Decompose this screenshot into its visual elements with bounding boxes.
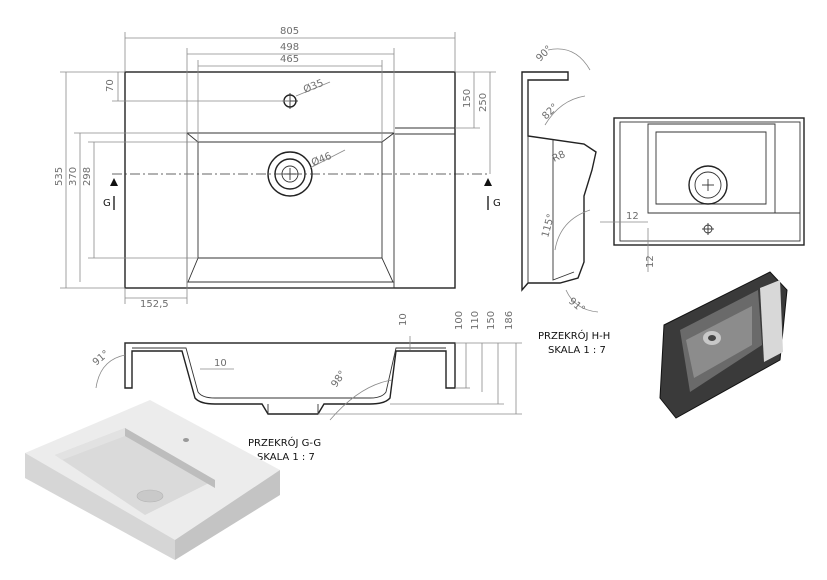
g-arrowhead-right <box>484 178 492 186</box>
dim-70: 70 <box>105 79 116 92</box>
section-hh-bowl <box>552 140 575 281</box>
top-view-bowl-outer <box>186 132 395 289</box>
arc-91-bottom <box>565 289 599 313</box>
section-gg-title: PRZEKRÓJ G-G <box>248 436 321 449</box>
section-gg-scale: SKALA 1 : 7 <box>257 452 315 463</box>
dim-angle-82: 82° <box>540 102 560 122</box>
dim-370: 370 <box>68 167 79 186</box>
detail-bowl-inner <box>655 131 767 205</box>
section-hh-title: PRZEKRÓJ H-H <box>538 329 610 342</box>
dim-535: 535 <box>54 167 65 186</box>
dim-152-5: 152,5 <box>140 299 169 310</box>
dim-radius-r8: R8 <box>551 149 568 165</box>
section-gg-inner <box>132 347 446 399</box>
section-hh-profile <box>521 71 597 292</box>
detail-bowl <box>647 123 776 214</box>
top-view: G G 805 498 465 Ø35 Ø46 70 535 370 <box>54 26 501 310</box>
section-h-h: 90° 82° R8 115° 91° PRZEKRÓJ H-H SKALA 1… <box>521 44 610 356</box>
dim-drain-diameter: Ø46 <box>310 150 334 169</box>
dim-angle-91-left: 91° <box>91 348 112 368</box>
dim-150: 150 <box>462 89 473 108</box>
dim-465: 465 <box>280 54 299 65</box>
section-gg-profile <box>124 342 456 415</box>
leader-35 <box>295 81 331 97</box>
dim-tap-diameter: Ø35 <box>302 77 326 96</box>
render-3d-white <box>25 400 280 560</box>
detail-outline <box>613 117 805 246</box>
dim-angle-115: 115° <box>540 213 557 239</box>
dim-250: 250 <box>478 93 489 112</box>
detail-view: 12 12 <box>600 117 805 272</box>
dim-498: 498 <box>280 42 299 53</box>
arc-91-left <box>95 354 126 389</box>
dim-100: 100 <box>454 311 465 330</box>
dim-298: 298 <box>82 167 93 186</box>
detail-drain-outer <box>688 165 728 205</box>
g-arrowhead-left <box>110 178 118 186</box>
dim-angle-91-bottom: 91° <box>566 296 587 316</box>
dim-12a: 12 <box>626 211 639 222</box>
top-view-bowl-inner <box>187 141 394 283</box>
section-mark-g-left: G <box>103 198 111 209</box>
arc-98 <box>329 379 393 421</box>
dim-rim-thickness: 10 <box>398 313 409 326</box>
dim-angle-90: 90° <box>534 44 554 64</box>
arc-90 <box>547 48 591 71</box>
dim-805: 805 <box>280 26 299 37</box>
bowl-corner <box>186 132 199 143</box>
dim-186: 186 <box>504 311 515 330</box>
dim-angle-98: 98° <box>329 369 348 390</box>
dim-wall-thickness: 10 <box>214 358 227 369</box>
section-g-g: 10 10 100 110 150 186 91° 98° PRZEKRÓJ G… <box>91 311 522 463</box>
leader-46 <box>309 149 346 169</box>
dim-12b: 12 <box>645 255 656 268</box>
dim-110: 110 <box>470 311 481 330</box>
detail-drain-inner <box>694 171 722 199</box>
render-3d-dark <box>659 271 788 419</box>
bowl-corner <box>381 132 395 143</box>
section-mark-g-right: G <box>493 198 501 209</box>
detail-inner <box>619 121 801 242</box>
dim-150-gg: 150 <box>486 311 497 330</box>
section-hh-scale: SKALA 1 : 7 <box>548 345 606 356</box>
arc-82 <box>544 95 586 126</box>
arc-115 <box>554 209 591 251</box>
